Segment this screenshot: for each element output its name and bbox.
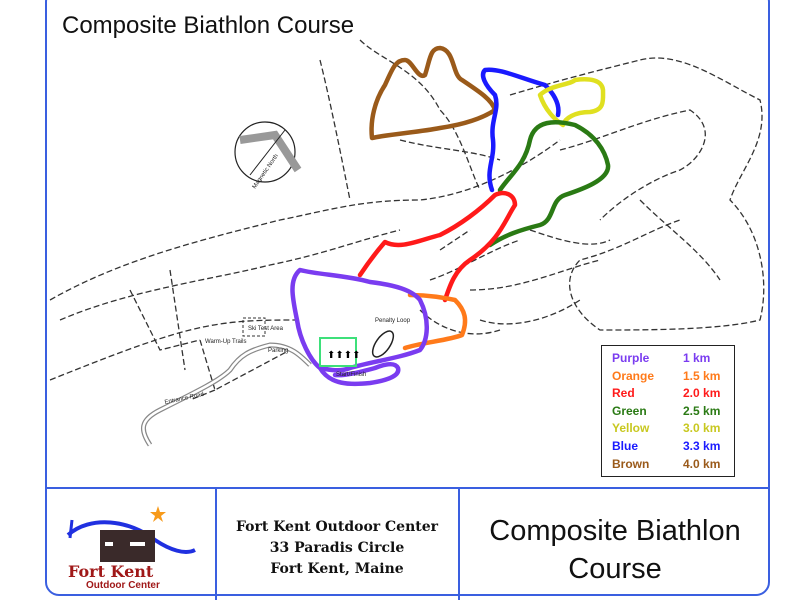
label-ski-test: Ski Test Area: [248, 326, 284, 332]
label-warmup: Warm-Up Trails: [205, 339, 246, 345]
address-line: 33 Paradis Circle: [269, 540, 405, 556]
legend-name: Blue: [612, 439, 639, 453]
legend-row: Blue 3.3 km: [612, 439, 732, 456]
blue-course: [480, 67, 561, 193]
range-box: [319, 337, 357, 367]
green-course: [487, 120, 611, 248]
legend-row: Green 2.5 km: [612, 404, 732, 421]
legend-distance: 3.0 km: [683, 421, 721, 436]
fort-kent-logo: Fort Kent Outdoor Center: [60, 500, 200, 595]
divider: [45, 487, 770, 489]
legend-name: Red: [612, 386, 635, 401]
legend-distance: 2.5 km: [683, 403, 721, 418]
divider: [215, 488, 217, 600]
legend-row: Orange 1.5 km: [612, 369, 732, 386]
divider: [458, 488, 460, 600]
label-penalty: Penalty Loop: [375, 318, 411, 324]
legend: Purple 1 km Orange 1.5 km Red 2.0 km Green 2.5 …: [601, 345, 735, 477]
legend-distance: 2.0 km: [683, 386, 721, 401]
legend-row: Purple 1 km: [612, 351, 732, 368]
label-start: Start/Finish: [336, 372, 366, 378]
legend-distance: 3.3 km: [683, 439, 721, 453]
legend-row: Brown 4.0 km: [612, 457, 732, 474]
legend-name: Orange: [612, 368, 655, 383]
legend-name: Purple: [612, 351, 650, 365]
entrance-road: [141, 342, 312, 447]
dashed-trails: [49, 39, 765, 401]
map-title: Composite Biathlon Course: [62, 12, 355, 39]
penalty-loop: [371, 330, 395, 358]
legend-row: Yellow 3.0 km: [612, 421, 732, 438]
legend-name: Green: [612, 403, 647, 418]
logo-text: Fort Kent: [68, 562, 154, 581]
trail-map: ⬆⬆⬆⬆ Magnetic North Ski Test Area Warm-U…: [49, 39, 765, 447]
legend-distance: 1.5 km: [683, 368, 721, 383]
legend-name: Yellow: [612, 421, 650, 436]
red-course: [357, 190, 518, 303]
label-parking: Parking: [268, 348, 288, 354]
map-frame: [45, 0, 770, 596]
legend-distance: 4.0 km: [683, 456, 721, 471]
legend-distance: 1 km: [683, 351, 711, 365]
label-entrance: Entrance Road: [164, 392, 204, 406]
legend-name: Brown: [612, 456, 650, 471]
address-line: Fort Kent Outdoor Center: [235, 519, 439, 535]
legend-row: Red 2.0 km: [612, 386, 732, 403]
brown-course: [369, 45, 498, 141]
address-block: Fort Kent Outdoor Center 33 Paradis Circ…: [217, 517, 457, 580]
footer-title-line: Composite Biathlon: [489, 515, 741, 547]
address-line: Fort Kent, Maine: [270, 561, 404, 577]
yellow-course: [537, 77, 606, 128]
orange-course: [402, 292, 468, 351]
logo-subtext: Outdoor Center: [86, 580, 160, 591]
magnetic-north-icon: [234, 121, 302, 183]
footer-title: Composite Biathlon Course: [460, 512, 770, 588]
ski-test-area: [242, 317, 266, 337]
target-icons: ⬆⬆⬆⬆: [327, 350, 361, 361]
footer-title-line: Course: [568, 553, 662, 585]
purple-course: [290, 267, 429, 387]
